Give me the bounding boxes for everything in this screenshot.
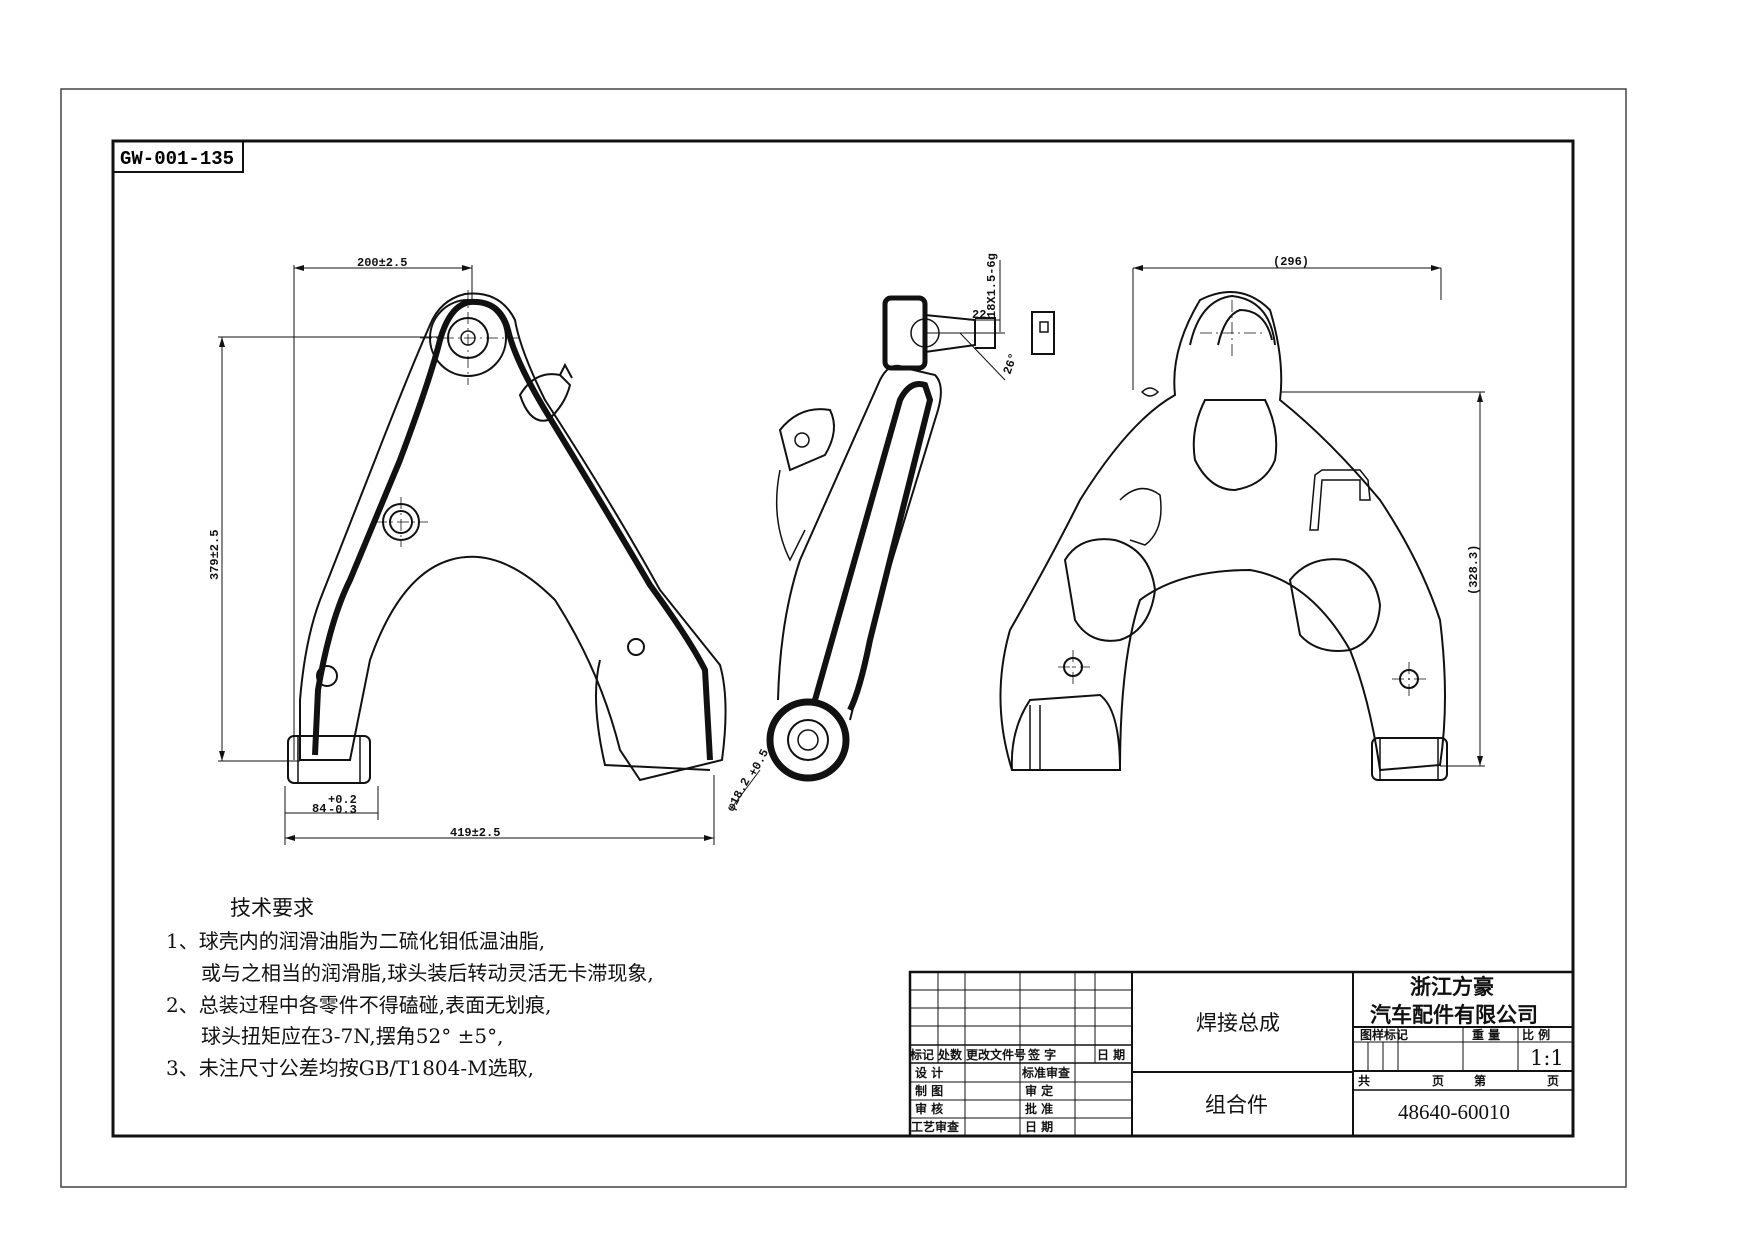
weight-label: 重 量 — [1472, 1027, 1500, 1042]
side-view — [766, 295, 1055, 782]
scale-label: 比 例 — [1522, 1027, 1550, 1042]
sheet-total-label: 共 — [1358, 1073, 1370, 1088]
sign-date-label: 日 期 — [1025, 1119, 1053, 1134]
outer-frame — [60, 88, 1627, 1188]
rear-view-arrows — [1133, 265, 1483, 766]
sign-drawing-label: 制 图 — [915, 1083, 943, 1098]
company-line2: 汽车配件有限公司 — [1370, 1002, 1538, 1027]
side-view-dimensions — [729, 260, 1006, 811]
front-view-arrows — [219, 265, 714, 841]
rev-header-sign: 签 字 — [1027, 1047, 1056, 1062]
dim-bushing-tol-upper: +0.2 — [328, 793, 357, 807]
note-item-2-cont: 球头扭矩应在3-7N,摆角52° ±5°, — [201, 1024, 504, 1048]
stage-label: 图样标记 — [1360, 1027, 1408, 1042]
dim-width-top: 200±2.5 — [357, 256, 407, 270]
title-block — [908, 970, 1575, 1138]
sheet-total-suffix: 页 — [1432, 1074, 1444, 1088]
part-name: 焊接总成 — [1196, 1011, 1280, 1035]
rear-view — [999, 291, 1448, 781]
rev-header-doc: 更改文件号 — [966, 1047, 1026, 1062]
front-view-centerlines — [375, 290, 520, 547]
front-view-dimensions — [218, 265, 715, 845]
scale-value: 1:1 — [1530, 1046, 1564, 1070]
note-item-1: 1、球壳内的润滑油脂为二硫化钼低温油脂, — [166, 929, 546, 953]
sign-process-label: 工艺审查 — [911, 1119, 960, 1134]
dim-height-left: 379±2.5 — [208, 530, 222, 580]
dim-bushing-tol-lower: -0.3 — [328, 803, 357, 817]
dim-bore-tol: +0.5 — [746, 747, 772, 779]
dim-ref-height: (328.3) — [1467, 545, 1481, 595]
rev-header-mark: 标记 — [909, 1047, 934, 1062]
note-item-3: 3、未注尺寸公差均按GB/T1804-M选取, — [166, 1056, 534, 1080]
dim-bushing-width: 84 — [312, 802, 326, 816]
dim-bore-dia: φ18.2 — [724, 776, 753, 814]
part-number: 48640-60010 — [1398, 1100, 1510, 1124]
part-type: 组合件 — [1205, 1093, 1268, 1117]
dim-stud-thread: 18X1.5-6g — [985, 253, 999, 318]
sign-approve-label: 审 定 — [1025, 1083, 1053, 1098]
rev-header-date: 日 期 — [1097, 1047, 1125, 1062]
notes-title: 技术要求 — [230, 896, 314, 920]
drawing-code: GW-001-135 — [120, 148, 234, 170]
sign-std-review-label: 标准审查 — [1021, 1065, 1071, 1080]
dim-stud-length: 22 — [972, 308, 986, 322]
rev-header-count: 处数 — [937, 1047, 963, 1062]
rear-view-centerlines — [1058, 300, 1426, 696]
sheet-number-suffix: 页 — [1547, 1074, 1559, 1088]
dim-taper-angle: 26° — [1001, 351, 1022, 376]
sign-design-label: 设 计 — [915, 1065, 943, 1080]
dim-ref-width: (296) — [1273, 255, 1309, 269]
front-view — [287, 292, 727, 784]
drawing-code-box: GW-001-135 — [112, 140, 244, 173]
dim-overall-length: 419±2.5 — [450, 826, 500, 840]
sign-ratify-label: 批 准 — [1025, 1101, 1053, 1116]
sign-check-label: 审 核 — [915, 1101, 943, 1116]
note-item-2: 2、总装过程中各零件不得磕碰,表面无划痕, — [166, 993, 552, 1017]
inner-border — [111, 139, 1575, 1138]
note-item-1-cont: 或与之相当的润滑脂,球头装后转动灵活无卡滞现象, — [201, 961, 654, 985]
company-line1: 浙江方豪 — [1410, 974, 1494, 999]
rear-view-dimensions — [1132, 267, 1485, 767]
sheet-number-label: 第 — [1474, 1073, 1486, 1088]
